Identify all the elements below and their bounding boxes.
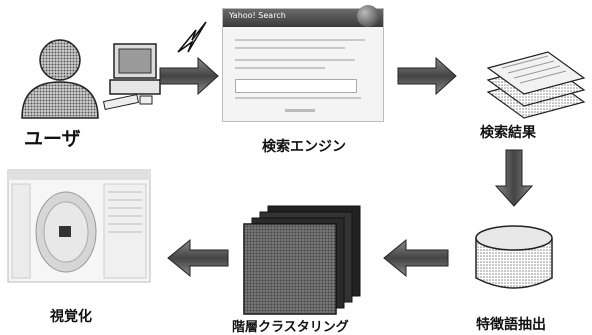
globe-icon (357, 5, 379, 27)
footer-line (285, 109, 315, 112)
search-box (235, 79, 357, 93)
computer-icon (102, 43, 161, 111)
search-engine-label: 検索エンジン (262, 139, 346, 155)
clustering-label: 階層クラスタリング (232, 320, 349, 335)
database-cylinder-icon (475, 225, 553, 289)
search-results-label: 検索結果 (480, 125, 536, 141)
arrow-engine-to-results (397, 56, 457, 96)
arrow-results-to-extraction (494, 149, 534, 207)
arrow-extraction-to-clustering (383, 238, 449, 278)
arrow-clustering-to-visualization (167, 238, 229, 278)
search-results-papers-icon (486, 51, 586, 119)
visualization-label: 視覚化 (50, 309, 92, 325)
clustering-pages-icon (243, 205, 361, 315)
user-person-icon (21, 39, 99, 119)
user-label: ユーザ (24, 128, 81, 150)
text-line (235, 39, 365, 41)
feature-extraction-label: 特徴語抽出 (476, 317, 546, 333)
search-engine-title-bar: Yahoo! Search (223, 5, 383, 27)
search-engine-window-icon: Yahoo! Search (222, 5, 384, 122)
text-line (235, 97, 361, 99)
arrow-user-to-engine (159, 56, 219, 96)
text-line (235, 67, 325, 69)
visualization-screenshot-icon (7, 169, 151, 283)
lightning-icon (177, 21, 207, 53)
text-line (235, 47, 345, 49)
search-engine-window-title: Yahoo! Search (229, 11, 286, 20)
text-line (235, 59, 355, 61)
